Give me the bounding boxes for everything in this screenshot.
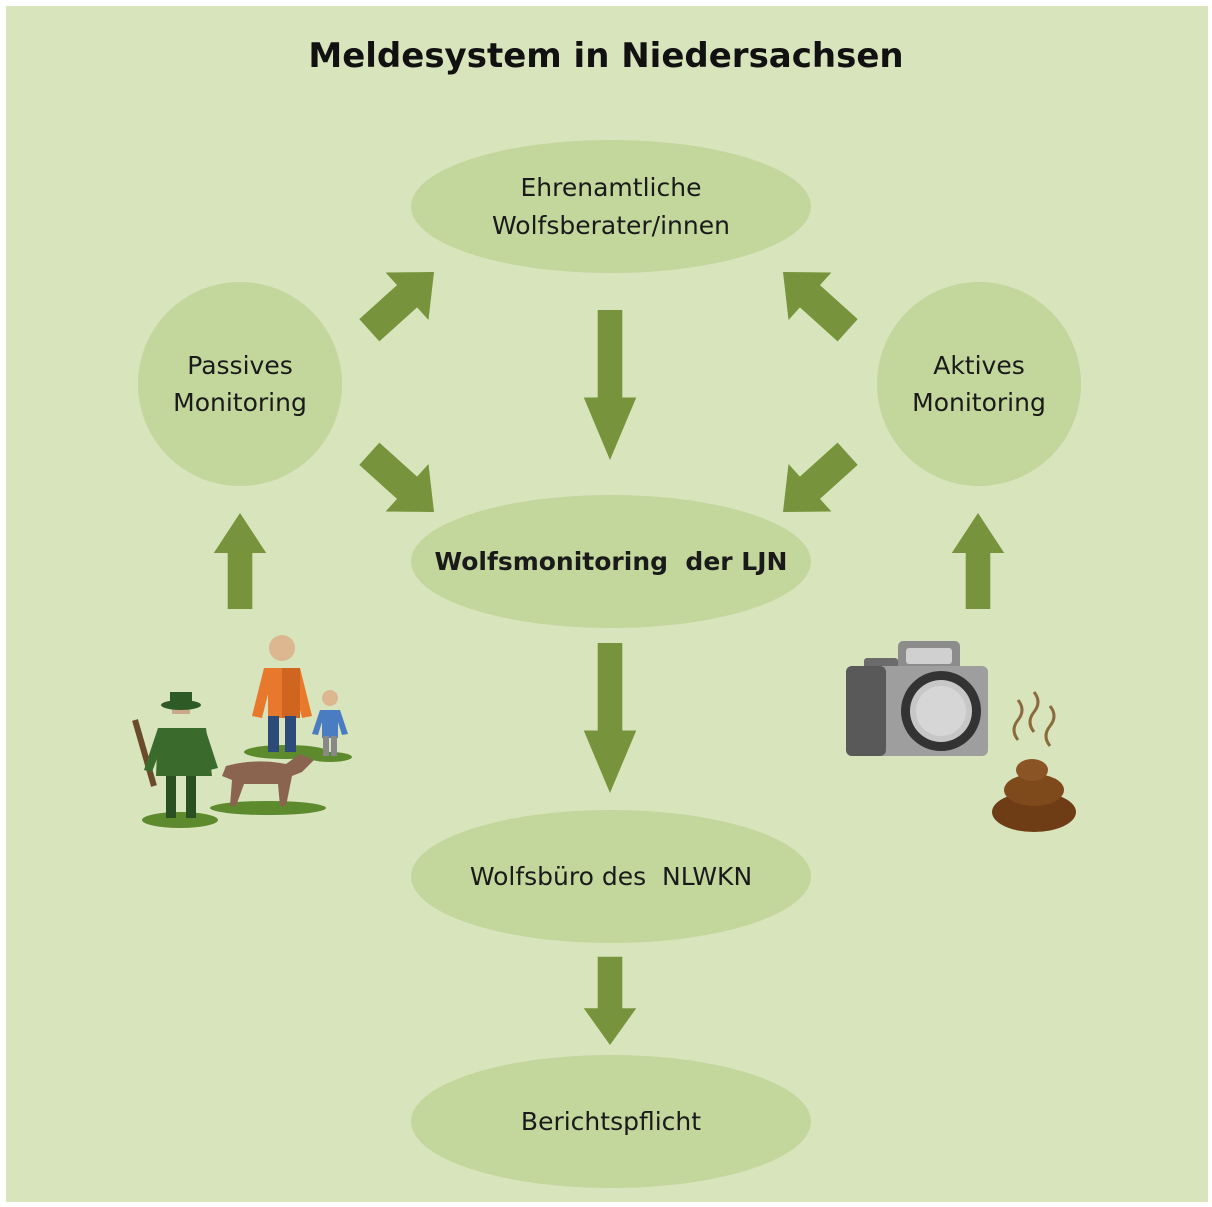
node-aktiv-line2: Monitoring xyxy=(912,388,1046,417)
arrow-berater-to-ljn xyxy=(583,310,637,460)
arrow-ljn-to-nlwkn xyxy=(583,643,637,793)
camera-icon xyxy=(846,641,988,756)
node-passives-monitoring: Passives Monitoring xyxy=(138,282,342,486)
droppings-icon xyxy=(992,691,1076,832)
node-ehrenamtliche-wolfsberater: Ehrenamtliche Wolfsberater/innen xyxy=(411,140,811,273)
node-wolfsmonitoring-ljn: Wolfsmonitoring der LJN xyxy=(411,495,811,628)
arrow-camera-to-aktiv xyxy=(951,513,1005,609)
node-passiv-line2: Monitoring xyxy=(173,388,307,417)
arrow-aktiv-to-ljn xyxy=(761,430,870,536)
node-bericht-label: Berichtspflicht xyxy=(520,1106,702,1136)
node-ehrenamtliche-line1: Ehrenamtliche xyxy=(520,173,702,202)
diagram-title: Meldesystem in Niedersachsen xyxy=(308,36,904,76)
arrow-people-to-passiv xyxy=(213,513,267,609)
arrow-aktiv-to-berater xyxy=(761,248,870,354)
node-ehrenamtliche-line2: Wolfsberater/innen xyxy=(492,210,730,240)
hunter-with-dog-and-family-icon xyxy=(132,635,352,828)
arrow-passiv-to-ljn xyxy=(347,430,456,536)
node-passiv-line1: Passives xyxy=(187,350,293,380)
arrow-passiv-to-berater xyxy=(347,248,456,354)
node-ljn-label: Wolfsmonitoring der LJN xyxy=(434,546,788,576)
arrow-nlwkn-to-bericht xyxy=(583,956,637,1045)
node-aktives-monitoring: Aktives Monitoring xyxy=(877,282,1081,486)
node-wolfsbuero-nlwkn: Wolfsbüro des NLWKN xyxy=(411,810,811,943)
node-berichtspflicht: Berichtspflicht xyxy=(411,1055,811,1188)
node-aktiv-line1: Aktives xyxy=(933,350,1025,380)
node-nlwkn-label: Wolfsbüro des NLWKN xyxy=(469,861,753,891)
